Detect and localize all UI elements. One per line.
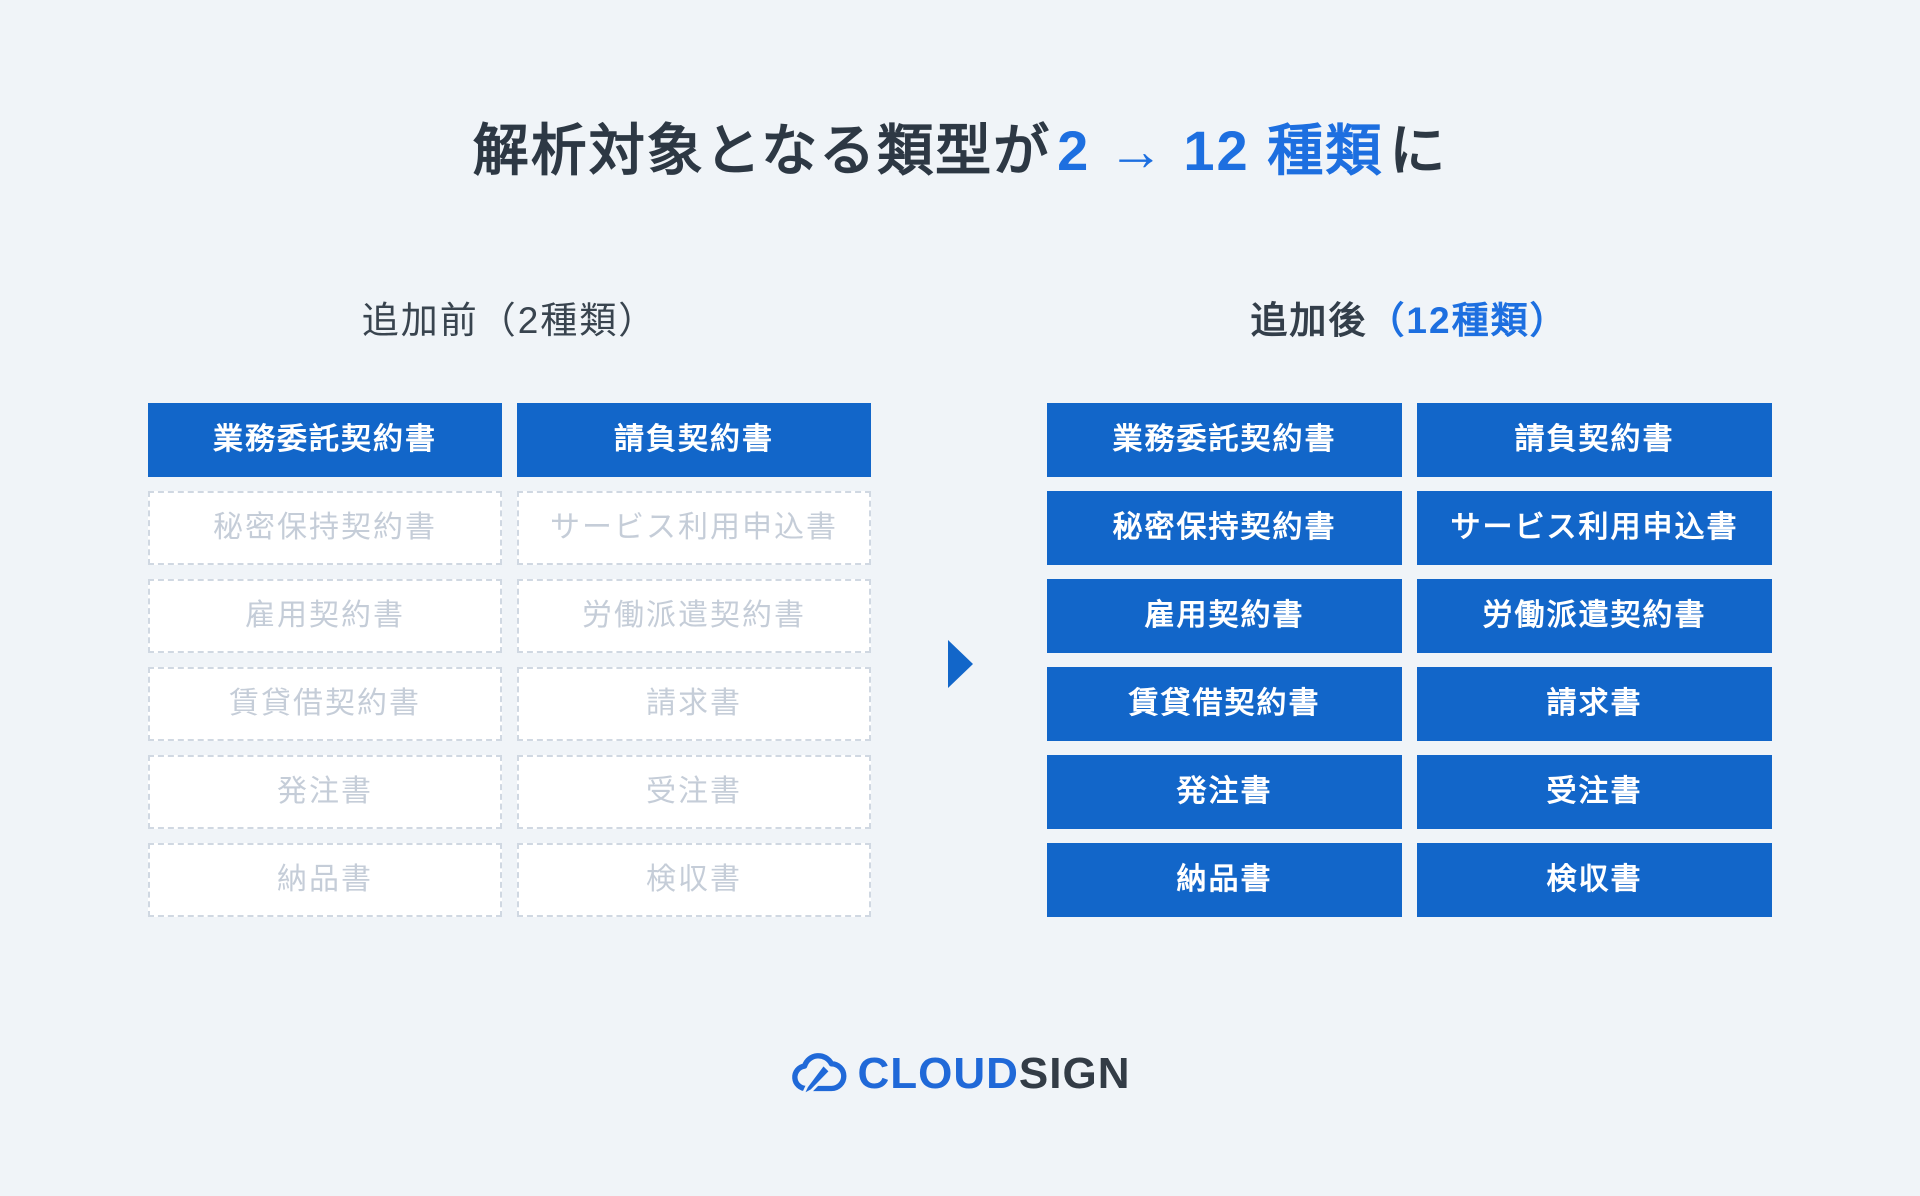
before-panel: 追加前（2種類） 業務委託契約書請負契約書秘密保持契約書サービス利用申込書雇用契… — [148, 296, 871, 917]
after-doc-type-box-12: 検収書 — [1417, 843, 1772, 917]
after-doc-type-box-7: 賃貸借契約書 — [1047, 667, 1402, 741]
after-header-prefix: 追加後 — [1250, 300, 1368, 341]
cloudsign-logo: CLOUDSIGN — [0, 1044, 1920, 1104]
before-doc-type-box-3: 秘密保持契約書 — [148, 491, 502, 565]
cloudsign-logo-text: CLOUDSIGN — [857, 1044, 1130, 1104]
after-doc-type-box-2: 請負契約書 — [1417, 403, 1772, 477]
before-doc-type-box-2: 請負契約書 — [517, 403, 871, 477]
before-doc-type-box-9: 発注書 — [148, 755, 502, 829]
before-grid: 業務委託契約書請負契約書秘密保持契約書サービス利用申込書雇用契約書労働派遣契約書… — [148, 403, 871, 917]
before-doc-type-box-8: 請求書 — [517, 667, 871, 741]
logo-word-cloud: CLOUD — [857, 1049, 1019, 1098]
logo-word-sign: SIGN — [1018, 1049, 1131, 1098]
after-header-highlight: （12種類） — [1367, 300, 1569, 341]
title-suffix: に — [1389, 119, 1448, 182]
title-prefix: 解析対象となる類型が — [472, 119, 1052, 182]
before-doc-type-box-4: サービス利用申込書 — [517, 491, 871, 565]
after-doc-type-box-3: 秘密保持契約書 — [1047, 491, 1402, 565]
before-doc-type-box-1: 業務委託契約書 — [148, 403, 502, 477]
before-header: 追加前（2種類） — [361, 300, 658, 341]
after-grid: 業務委託契約書請負契約書秘密保持契約書サービス利用申込書雇用契約書労働派遣契約書… — [1047, 403, 1772, 917]
before-doc-type-box-12: 検収書 — [517, 843, 871, 917]
after-doc-type-box-9: 発注書 — [1047, 755, 1402, 829]
transition-arrow-icon — [948, 640, 973, 688]
after-doc-type-box-8: 請求書 — [1417, 667, 1772, 741]
before-doc-type-box-7: 賃貸借契約書 — [148, 667, 502, 741]
after-doc-type-box-4: サービス利用申込書 — [1417, 491, 1772, 565]
after-doc-type-box-5: 雇用契約書 — [1047, 579, 1402, 653]
after-doc-type-box-6: 労働派遣契約書 — [1417, 579, 1772, 653]
before-doc-type-box-10: 受注書 — [517, 755, 871, 829]
after-header: 追加後（12種類） — [1047, 296, 1772, 346]
title-highlight: 2 → 12 種類 — [1057, 119, 1384, 182]
before-doc-type-box-5: 雇用契約書 — [148, 579, 502, 653]
cloud-pen-icon — [792, 1053, 847, 1097]
before-doc-type-box-6: 労働派遣契約書 — [517, 579, 871, 653]
after-panel: 追加後（12種類） 業務委託契約書請負契約書秘密保持契約書サービス利用申込書雇用… — [1047, 296, 1772, 917]
after-doc-type-box-1: 業務委託契約書 — [1047, 403, 1402, 477]
after-doc-type-box-10: 受注書 — [1417, 755, 1772, 829]
after-doc-type-box-11: 納品書 — [1047, 843, 1402, 917]
before-doc-type-box-11: 納品書 — [148, 843, 502, 917]
